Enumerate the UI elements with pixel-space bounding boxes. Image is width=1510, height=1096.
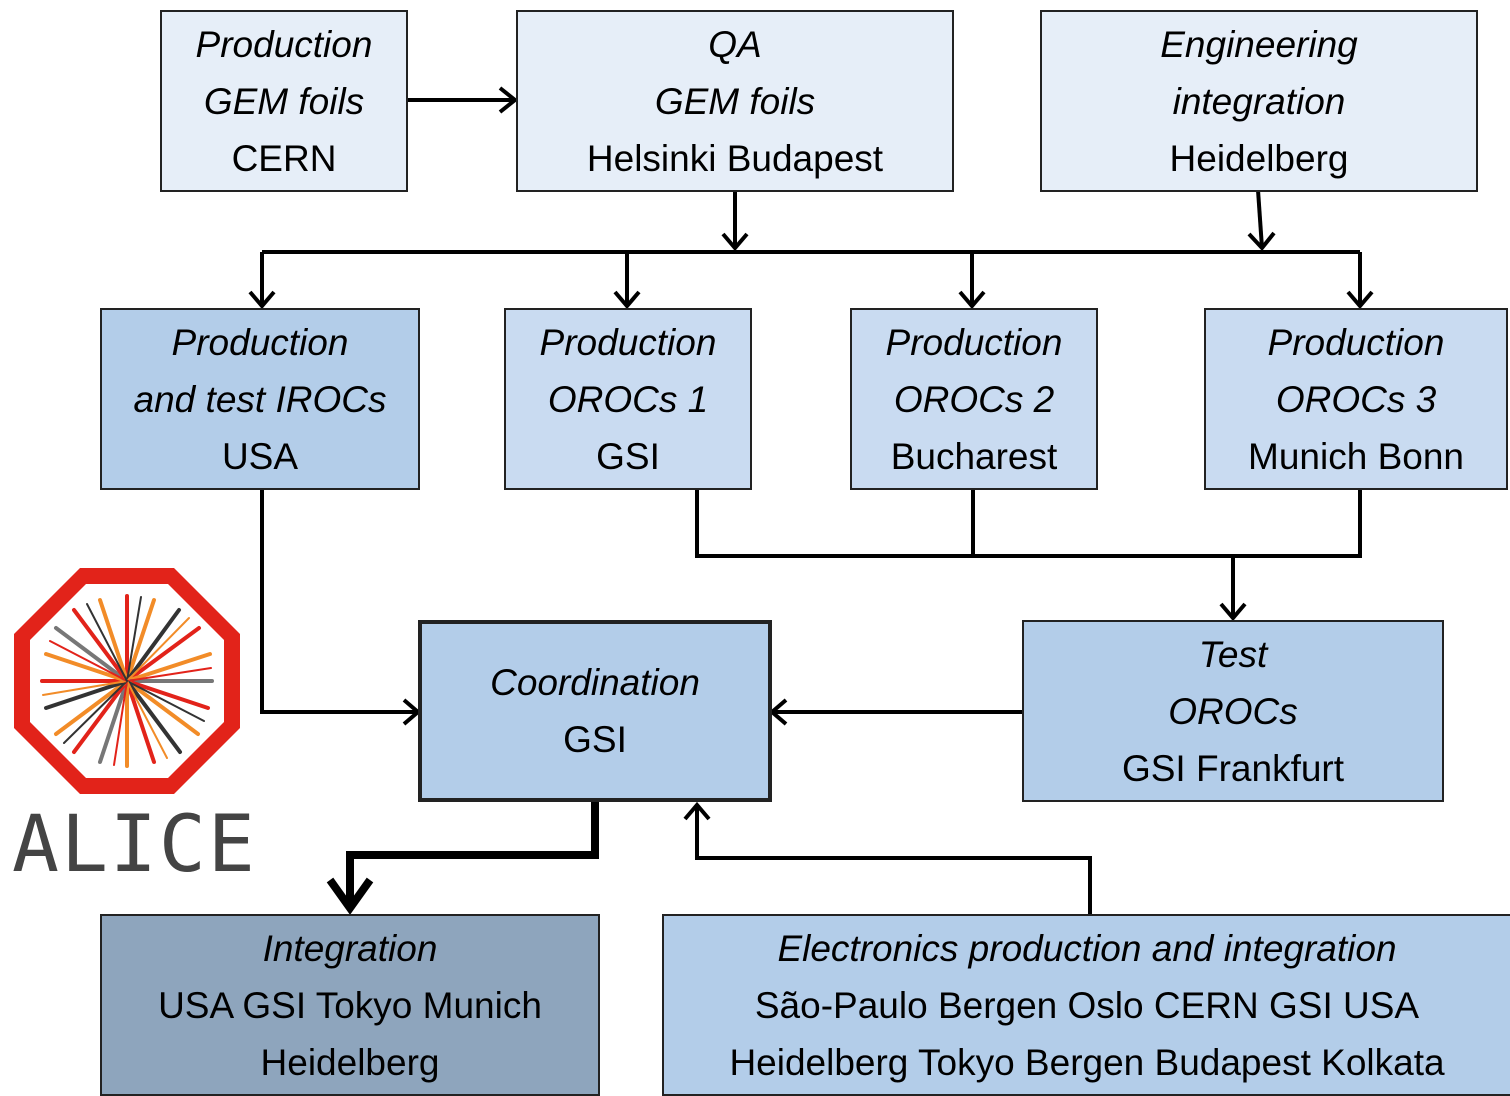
engineering-box: Engineering integration Heidelberg [1040,10,1478,192]
alice-logo-icon [14,568,240,794]
qa-box: QA GEM foils Helsinki Budapest [516,10,954,192]
coordination-site: GSI [563,719,627,760]
integration-sites-line1: USA GSI Tokyo Munich [158,984,542,1026]
orocs1-subtitle: OROCs 1 [547,378,709,420]
orocs2-subtitle: OROCs 2 [893,378,1055,420]
orocs3-subtitle: OROCs 3 [1275,378,1437,420]
test-orocs-sites: GSI Frankfurt [1121,747,1345,789]
arrow-irocs-to-coordination [260,490,418,714]
integration-sites-line2: Heidelberg [260,1041,440,1083]
orocs3-title: Production [1267,321,1445,363]
coordination-box: Coordination GSI [418,620,772,802]
orocs1-box: Production OROCs 1 GSI [504,308,752,490]
qa-title: QA [708,23,762,65]
integration-box: Integration USA GSI Tokyo Munich Heidelb… [100,914,600,1096]
alice-logo-text: ALICE [12,800,257,890]
qa-sites: Helsinki Budapest [586,137,884,179]
engineering-subtitle: integration [1172,80,1346,122]
orocs1-site: GSI [596,435,660,477]
engineering-title: Engineering [1160,23,1358,65]
arrow-electronics-to-coordination [695,805,1092,915]
test-orocs-subtitle: OROCs [1168,690,1298,732]
orocs3-box: Production OROCs 3 Munich Bonn [1204,308,1508,490]
electronics-title: Electronics production and integration [777,927,1397,969]
integration-title: Integration [262,927,438,969]
electronics-box: Electronics production and integration S… [662,914,1510,1096]
electronics-sites-line1: São-Paulo Bergen Oslo CERN GSI USA [754,984,1420,1026]
orocs2-box: Production OROCs 2 Bucharest [850,308,1098,490]
arrow-engineering-down [1256,189,1264,249]
gem-production-title: Production [195,23,373,65]
coordination-title: Coordination [490,662,700,703]
qa-subtitle: GEM foils [654,80,816,122]
gem-production-subtitle: GEM foils [203,80,365,122]
irocs-subtitle: and test IROCs [133,378,387,420]
gem-production-box: Production GEM foils CERN [160,10,408,192]
orocs1-title: Production [539,321,717,363]
orocs2-site: Bucharest [890,435,1058,477]
orocs3-sites: Munich Bonn [1248,435,1464,477]
irocs-box: Production and test IROCs USA [100,308,420,490]
irocs-title: Production [171,321,349,363]
electronics-sites-line2: Heidelberg Tokyo Bergen Budapest Kolkata [729,1041,1445,1083]
orocs2-title: Production [885,321,1063,363]
arrow-coordination-to-integration [346,800,599,905]
test-orocs-title: Test [1198,633,1268,675]
gem-production-site: CERN [231,137,337,179]
irocs-site: USA [221,435,299,477]
test-orocs-box: Test OROCs GSI Frankfurt [1022,620,1444,802]
engineering-site: Heidelberg [1169,137,1349,179]
orocs-collector [695,490,1362,558]
